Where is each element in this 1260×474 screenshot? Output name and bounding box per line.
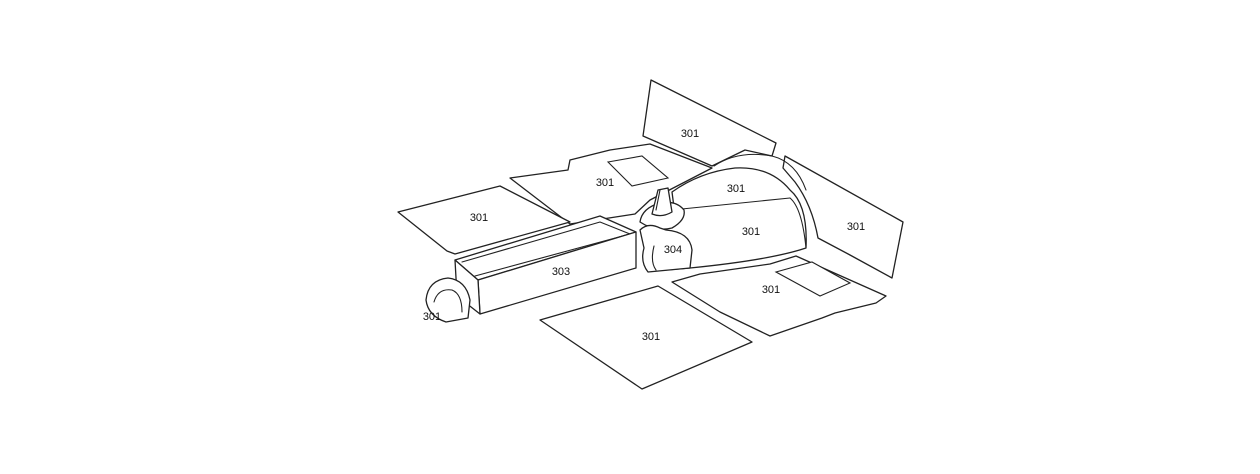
right-side-panel-label: 301 bbox=[847, 221, 865, 233]
right-floor-panel-label: 301 bbox=[762, 284, 780, 296]
rear-upright-panel-label: 301 bbox=[681, 128, 699, 140]
rear-left-floor-panel: 301 bbox=[397, 185, 571, 255]
rear-left-floor-panel-label: 301 bbox=[470, 212, 488, 224]
front-floor-panel: 301 bbox=[539, 285, 753, 390]
rear-center-floor-panel: 301 bbox=[509, 143, 713, 225]
right-floor-panel: 301 bbox=[671, 255, 887, 337]
front-floor-panel-label: 301 bbox=[642, 331, 660, 343]
shifter-boot-label: 304 bbox=[664, 244, 682, 256]
rear-upright-panel: 301 bbox=[642, 79, 777, 167]
tunnel-side-label: 301 bbox=[742, 226, 760, 238]
wheel-arch: 301 bbox=[423, 277, 471, 323]
right-side-panel: 301 bbox=[782, 155, 904, 279]
console-box-label: 303 bbox=[552, 266, 570, 278]
tunnel-top-label: 301 bbox=[727, 183, 745, 195]
shifter-boot: 304 bbox=[639, 187, 693, 273]
rear-center-floor-panel-label: 301 bbox=[596, 177, 614, 189]
tunnel-cover: 301 301 bbox=[661, 153, 807, 271]
wheel-arch-label: 301 bbox=[423, 311, 441, 323]
